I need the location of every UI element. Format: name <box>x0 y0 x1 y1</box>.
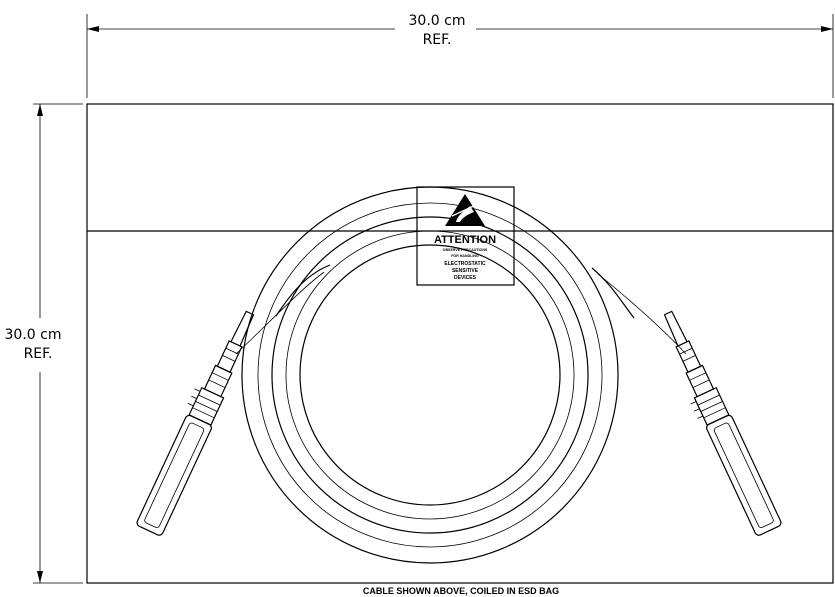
top-dimension-value: 30.0 cm <box>409 13 466 29</box>
right-connector <box>651 306 783 539</box>
top-dimension-ref: REF. <box>423 32 452 48</box>
left-dimension: 30.0 cm REF. <box>5 103 83 584</box>
label-line-3: ELECTROSTATIC <box>444 261 486 267</box>
coiled-cable <box>241 186 619 564</box>
left-connector <box>131 304 264 538</box>
esd-warning-icon <box>445 194 485 226</box>
esd-bag-outline <box>86 103 834 584</box>
label-line-5: DEVICES <box>454 275 477 281</box>
top-dimension: 30.0 cm REF. <box>86 13 834 98</box>
esd-attention-label: ATTENTION OBSERVE PRECAUTIONS FOR HANDLI… <box>416 186 515 286</box>
left-dimension-value: 30.0 cm <box>5 327 62 343</box>
label-line-4: SENSITIVE <box>452 268 479 274</box>
caption: CABLE SHOWN ABOVE, COILED IN ESD BAG <box>363 586 559 596</box>
label-title: ATTENTION <box>434 234 496 246</box>
label-line-2: FOR HANDLING <box>451 254 479 258</box>
left-dimension-ref: REF. <box>24 346 53 362</box>
label-line-1: OBSERVE PRECAUTIONS <box>443 248 488 252</box>
